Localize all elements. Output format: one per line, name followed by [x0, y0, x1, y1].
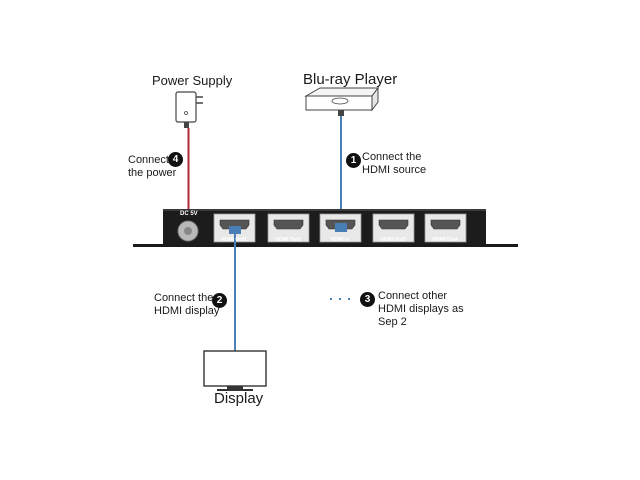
shelf-line: [133, 244, 518, 247]
port-label-out3: HDMI Out3: [380, 237, 406, 243]
bluray-player-label: Blu-ray Player: [303, 71, 398, 88]
power-adapter-icon: [175, 91, 203, 128]
dc-input-label: DC 5V: [180, 211, 198, 217]
step-2-badge: 2: [212, 293, 227, 308]
port-label-out1: HDMI Out1: [221, 237, 247, 243]
hdmi-port-4: [424, 213, 467, 243]
step-1-badge: 1: [346, 153, 361, 168]
port-label-out4: HDMI Out4: [432, 237, 458, 243]
power-supply-label: Power Supply: [152, 73, 233, 88]
step-4-text: Connect the power: [128, 154, 177, 179]
hdmi-port-2: [267, 213, 310, 243]
step-2-text: Connect the HDMI display: [154, 292, 220, 317]
display-monitor-icon: [203, 350, 267, 391]
step-3-text: Connect other HDMI displays as Sep 2: [378, 290, 464, 328]
display-label: Display: [214, 390, 264, 407]
port-label-in: HDMI In: [330, 237, 350, 243]
step-3-badge: 3: [360, 292, 375, 307]
bluray-player-icon: [304, 86, 379, 116]
port-label-out2: HDMI Out2: [275, 237, 301, 243]
step-1-text: Connect the HDMI source: [362, 151, 427, 176]
hdmi-port-3: [372, 213, 415, 243]
step-4-badge: 4: [168, 152, 183, 167]
